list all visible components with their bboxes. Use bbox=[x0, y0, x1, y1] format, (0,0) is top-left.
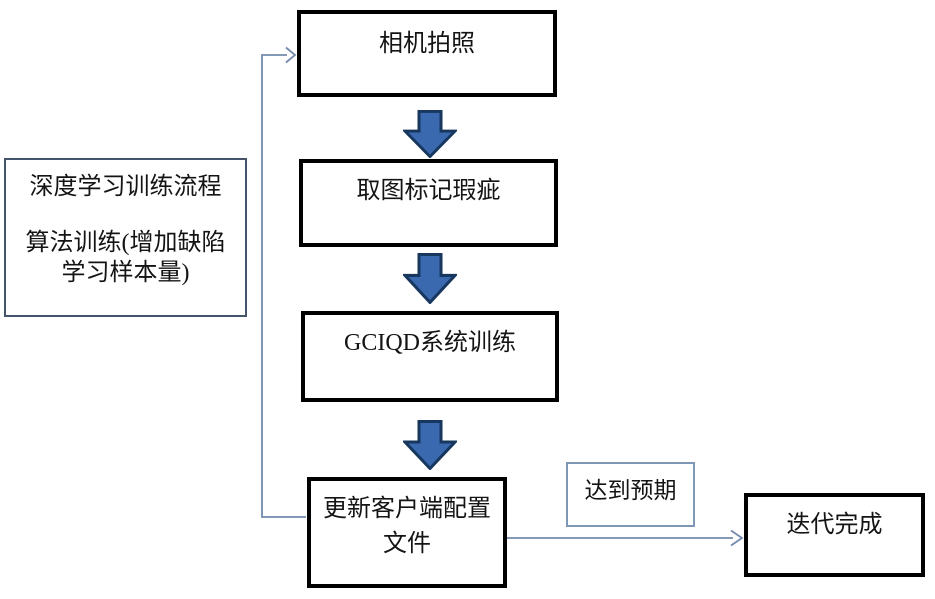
flow-node-mark-defects-label: 取图标记瑕疵 bbox=[356, 178, 501, 204]
flow-node-camera-label: 相机拍照 bbox=[379, 31, 475, 57]
down-block-arrow-shape bbox=[403, 420, 457, 470]
flow-node-update-config-line2: 文件 bbox=[383, 531, 431, 557]
flow-node-update-config-line1: 更新客户端配置 bbox=[323, 496, 491, 522]
side-note-line2: 算法训练(增加缺陷 bbox=[25, 230, 226, 256]
forward-arrowhead-icon bbox=[730, 529, 744, 547]
side-note-line1: 深度学习训练流程 bbox=[29, 174, 222, 200]
flow-node-camera: 相机拍照 bbox=[297, 10, 557, 97]
down-block-arrow-2 bbox=[403, 253, 457, 304]
condition-box-expectation-label: 达到预期 bbox=[584, 478, 677, 503]
flow-node-done: 迭代完成 bbox=[744, 493, 925, 577]
down-block-arrow-3 bbox=[403, 420, 457, 470]
down-block-arrow-shape bbox=[403, 110, 457, 158]
flow-node-system-training: GCIQD系统训练 bbox=[301, 311, 559, 402]
condition-box-expectation: 达到预期 bbox=[566, 462, 695, 527]
flow-node-mark-defects: 取图标记瑕疵 bbox=[299, 159, 558, 247]
feedback-arrowhead-icon bbox=[285, 46, 297, 64]
flow-node-system-training-label: GCIQD系统训练 bbox=[344, 330, 516, 356]
flow-node-update-config: 更新客户端配置 文件 bbox=[307, 477, 507, 588]
side-note-box: 深度学习训练流程 算法训练(增加缺陷 学习样本量) bbox=[4, 158, 247, 317]
side-note-line3: 学习样本量) bbox=[61, 260, 190, 286]
flow-node-done-label: 迭代完成 bbox=[786, 512, 883, 538]
down-block-arrow-1 bbox=[403, 110, 457, 158]
feedback-connector-line bbox=[261, 54, 306, 518]
down-block-arrow-shape bbox=[403, 253, 457, 304]
